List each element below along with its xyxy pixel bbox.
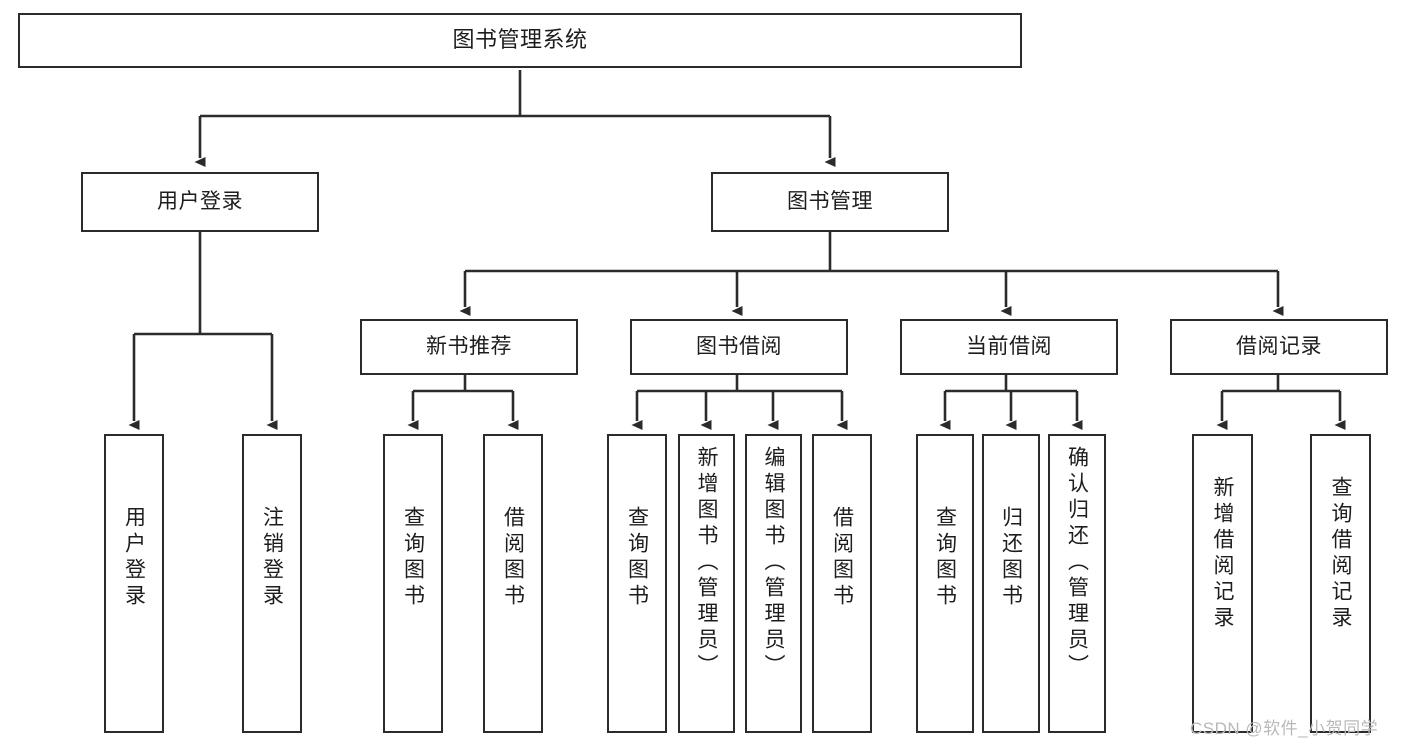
node-user-login[interactable]: 用户登录 <box>81 172 319 232</box>
node-book-borrow-label: 图书借阅 <box>696 335 782 359</box>
node-leaf-query-book-1-label: 查询图书 <box>401 506 425 610</box>
node-leaf-query-record-label: 查询借阅记录 <box>1329 476 1352 632</box>
node-leaf-borrow-book-2-label: 借阅图书 <box>830 506 854 610</box>
node-borrow-record[interactable]: 借阅记录 <box>1170 319 1388 375</box>
node-leaf-borrow-book-1-label: 借阅图书 <box>501 506 525 610</box>
node-current-borrow-label: 当前借阅 <box>966 335 1052 359</box>
node-leaf-add-book-label: 新增图书（管理员） <box>695 446 718 680</box>
node-leaf-user-login-label: 用户登录 <box>122 506 146 610</box>
node-current-borrow[interactable]: 当前借阅 <box>900 319 1118 375</box>
node-book-manage[interactable]: 图书管理 <box>711 172 949 232</box>
node-leaf-return-book-label: 归还图书 <box>999 506 1023 610</box>
node-new-book-recommend-label: 新书推荐 <box>426 335 512 359</box>
node-leaf-query-book-2[interactable]: 查询图书 <box>607 434 667 733</box>
node-user-login-label: 用户登录 <box>157 190 243 214</box>
node-root-label: 图书管理系统 <box>452 27 588 53</box>
node-leaf-query-book-3[interactable]: 查询图书 <box>916 434 974 733</box>
node-leaf-user-logout[interactable]: 注销登录 <box>242 434 302 733</box>
node-leaf-query-book-2-label: 查询图书 <box>625 506 649 610</box>
node-book-manage-label: 图书管理 <box>787 190 873 214</box>
node-leaf-query-book-3-label: 查询图书 <box>933 506 957 610</box>
node-leaf-user-logout-label: 注销登录 <box>260 506 284 610</box>
node-leaf-add-book[interactable]: 新增图书（管理员） <box>678 434 735 733</box>
node-leaf-query-record[interactable]: 查询借阅记录 <box>1310 434 1371 733</box>
node-leaf-user-login[interactable]: 用户登录 <box>104 434 164 733</box>
node-leaf-add-record-label: 新增借阅记录 <box>1211 476 1234 632</box>
node-leaf-borrow-book-1[interactable]: 借阅图书 <box>483 434 543 733</box>
node-leaf-confirm-return[interactable]: 确认归还（管理员） <box>1048 434 1106 733</box>
node-borrow-record-label: 借阅记录 <box>1236 335 1322 359</box>
node-new-book-recommend[interactable]: 新书推荐 <box>360 319 578 375</box>
watermark: CSDN @软件_小贺同学 <box>1190 719 1379 738</box>
node-leaf-borrow-book-2[interactable]: 借阅图书 <box>812 434 872 733</box>
node-leaf-confirm-return-label: 确认归还（管理员） <box>1065 446 1089 680</box>
node-root[interactable]: 图书管理系统 <box>18 13 1022 68</box>
node-leaf-query-book-1[interactable]: 查询图书 <box>383 434 443 733</box>
node-leaf-add-record[interactable]: 新增借阅记录 <box>1192 434 1253 733</box>
node-book-borrow[interactable]: 图书借阅 <box>630 319 848 375</box>
node-leaf-return-book[interactable]: 归还图书 <box>982 434 1040 733</box>
node-leaf-edit-book-label: 编辑图书（管理员） <box>762 446 785 680</box>
node-leaf-edit-book[interactable]: 编辑图书（管理员） <box>745 434 802 733</box>
